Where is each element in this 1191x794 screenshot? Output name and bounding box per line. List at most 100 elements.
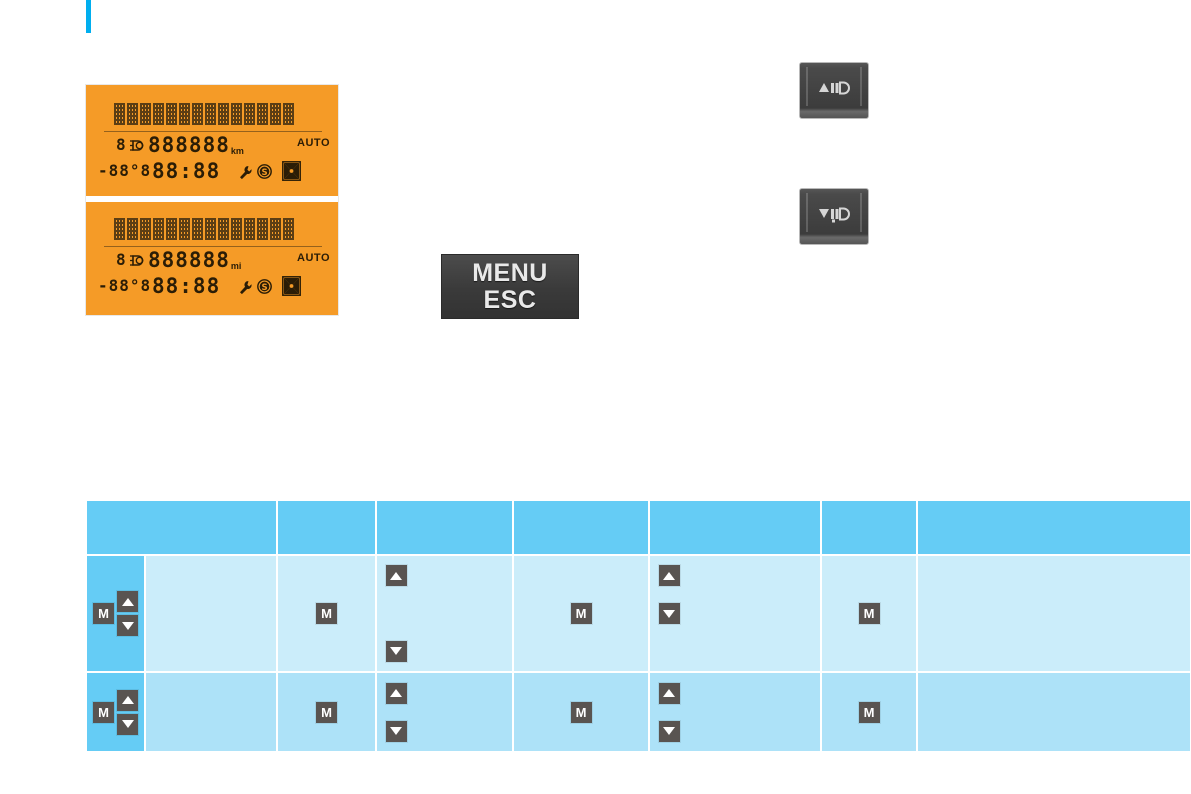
- key-badge-down[interactable]: [117, 713, 138, 735]
- odometer-value: 888888: [148, 248, 230, 272]
- sub-row-arrow-cell[interactable]: [379, 675, 413, 712]
- key-badge-m[interactable]: M: [858, 603, 880, 625]
- wrench-icon: [238, 280, 252, 296]
- sub-row-arrow-cell[interactable]: [652, 713, 686, 749]
- key-badge-m[interactable]: M: [570, 701, 592, 723]
- high-beam-button[interactable]: [799, 62, 869, 119]
- sub-row-text: [688, 633, 818, 670]
- svg-text:S: S: [261, 283, 267, 293]
- table-header-cell: [514, 501, 648, 554]
- sub-row-arrow-cell[interactable]: [652, 675, 686, 712]
- table-cell-key[interactable]: M: [278, 556, 375, 672]
- matrix-char: [192, 218, 203, 240]
- key-badge-down[interactable]: [658, 603, 680, 625]
- odometer-group: 888888 mi: [148, 248, 241, 272]
- sub-row-arrow-cell[interactable]: [652, 595, 686, 632]
- table-header-row: [87, 501, 1190, 554]
- row-key-combo-cell[interactable]: M: [87, 556, 144, 672]
- sub-row-text: [688, 558, 818, 594]
- headlight-icon: [129, 253, 148, 268]
- table-cell-key[interactable]: M: [822, 556, 916, 672]
- sub-row-text: [688, 595, 818, 632]
- key-badge-up[interactable]: [385, 682, 407, 704]
- sub-row: [379, 675, 510, 712]
- sub-row: [652, 558, 818, 594]
- gear-indicator: 8: [116, 250, 127, 269]
- key-badge-down[interactable]: [385, 640, 407, 662]
- headlight-icon: [129, 138, 148, 153]
- table-cell-sub-options: [650, 556, 820, 672]
- key-badge-m[interactable]: M: [570, 603, 592, 625]
- matrix-char: [218, 103, 229, 125]
- lcd-panel-divider: [86, 196, 338, 202]
- key-badge-up[interactable]: [658, 565, 680, 587]
- matrix-char: [192, 103, 203, 125]
- fan-icon: [282, 276, 301, 296]
- matrix-char: [257, 103, 268, 125]
- sub-row: [652, 675, 818, 712]
- sub-option-table: [650, 556, 820, 671]
- matrix-char: [270, 103, 281, 125]
- matrix-char: [231, 218, 242, 240]
- key-badge-up[interactable]: [117, 591, 138, 613]
- matrix-char: [153, 218, 164, 240]
- sub-row-arrow-cell: [652, 633, 686, 670]
- service-s-icon: S: [256, 163, 273, 180]
- key-badge-m[interactable]: M: [93, 701, 114, 723]
- sub-row-text: [415, 675, 510, 712]
- sub-row-arrow-cell[interactable]: [379, 558, 413, 594]
- table-cell-key[interactable]: M: [514, 673, 648, 751]
- key-badge-m[interactable]: M: [93, 603, 114, 625]
- service-s-icon: S: [256, 278, 273, 295]
- matrix-char: [231, 103, 242, 125]
- key-badge-m[interactable]: M: [858, 701, 880, 723]
- menu-esc-button[interactable]: MENU ESC: [441, 254, 579, 319]
- gear-indicator: 8: [116, 135, 127, 154]
- sub-row-text: [415, 713, 510, 749]
- sub-row-arrow-cell[interactable]: [379, 633, 413, 670]
- matrix-char: [244, 103, 255, 125]
- sub-row-text: [415, 595, 510, 632]
- key-badge-down[interactable]: [658, 720, 680, 742]
- matrix-char: [114, 103, 125, 125]
- sub-row: [652, 595, 818, 632]
- sub-row-arrow-cell[interactable]: [652, 558, 686, 594]
- sub-row: [379, 595, 510, 632]
- table-header-cell: [918, 501, 1190, 554]
- table-cell-sub-options: [377, 673, 512, 751]
- menu-esc-label-esc: ESC: [483, 285, 537, 314]
- sub-row-arrow-cell[interactable]: [379, 713, 413, 749]
- key-badge-down[interactable]: [385, 720, 407, 742]
- table-cell-key[interactable]: M: [278, 673, 375, 751]
- clock-display: 88:88: [152, 159, 221, 183]
- table-cell-description: [146, 673, 276, 751]
- key-badge-m[interactable]: M: [316, 701, 337, 723]
- lcd-separator-line: [104, 131, 322, 132]
- key-badge-up[interactable]: [385, 565, 407, 587]
- sub-option-table: [377, 556, 512, 671]
- table-cell-key[interactable]: M: [514, 556, 648, 672]
- table-header-cell: [822, 501, 916, 554]
- table-cell-key[interactable]: M: [822, 673, 916, 751]
- sub-option-table: [650, 673, 820, 751]
- matrix-char: [127, 103, 138, 125]
- key-badge-up[interactable]: [658, 682, 680, 704]
- matrix-char: [205, 103, 216, 125]
- dot-matrix-strip: [114, 103, 294, 125]
- table-header-cell: [278, 501, 375, 554]
- sub-row: [379, 713, 510, 749]
- sub-option-table: [377, 673, 512, 751]
- low-beam-button[interactable]: [799, 188, 869, 245]
- sub-row: [379, 558, 510, 594]
- row-key-combo-cell[interactable]: M: [87, 673, 144, 751]
- lcd-separator-line: [104, 246, 322, 247]
- key-badge-m[interactable]: M: [316, 603, 337, 625]
- matrix-char: [244, 218, 255, 240]
- key-badge-up[interactable]: [117, 689, 138, 711]
- matrix-char: [257, 218, 268, 240]
- lcd-panel-imperial: 8 888888 mi AUTO -88°8 88:88: [86, 206, 338, 310]
- wrench-icon: [238, 165, 252, 181]
- key-badge-down[interactable]: [117, 615, 138, 637]
- sub-row-text: [688, 675, 818, 712]
- clock-display: 88:88: [152, 274, 221, 298]
